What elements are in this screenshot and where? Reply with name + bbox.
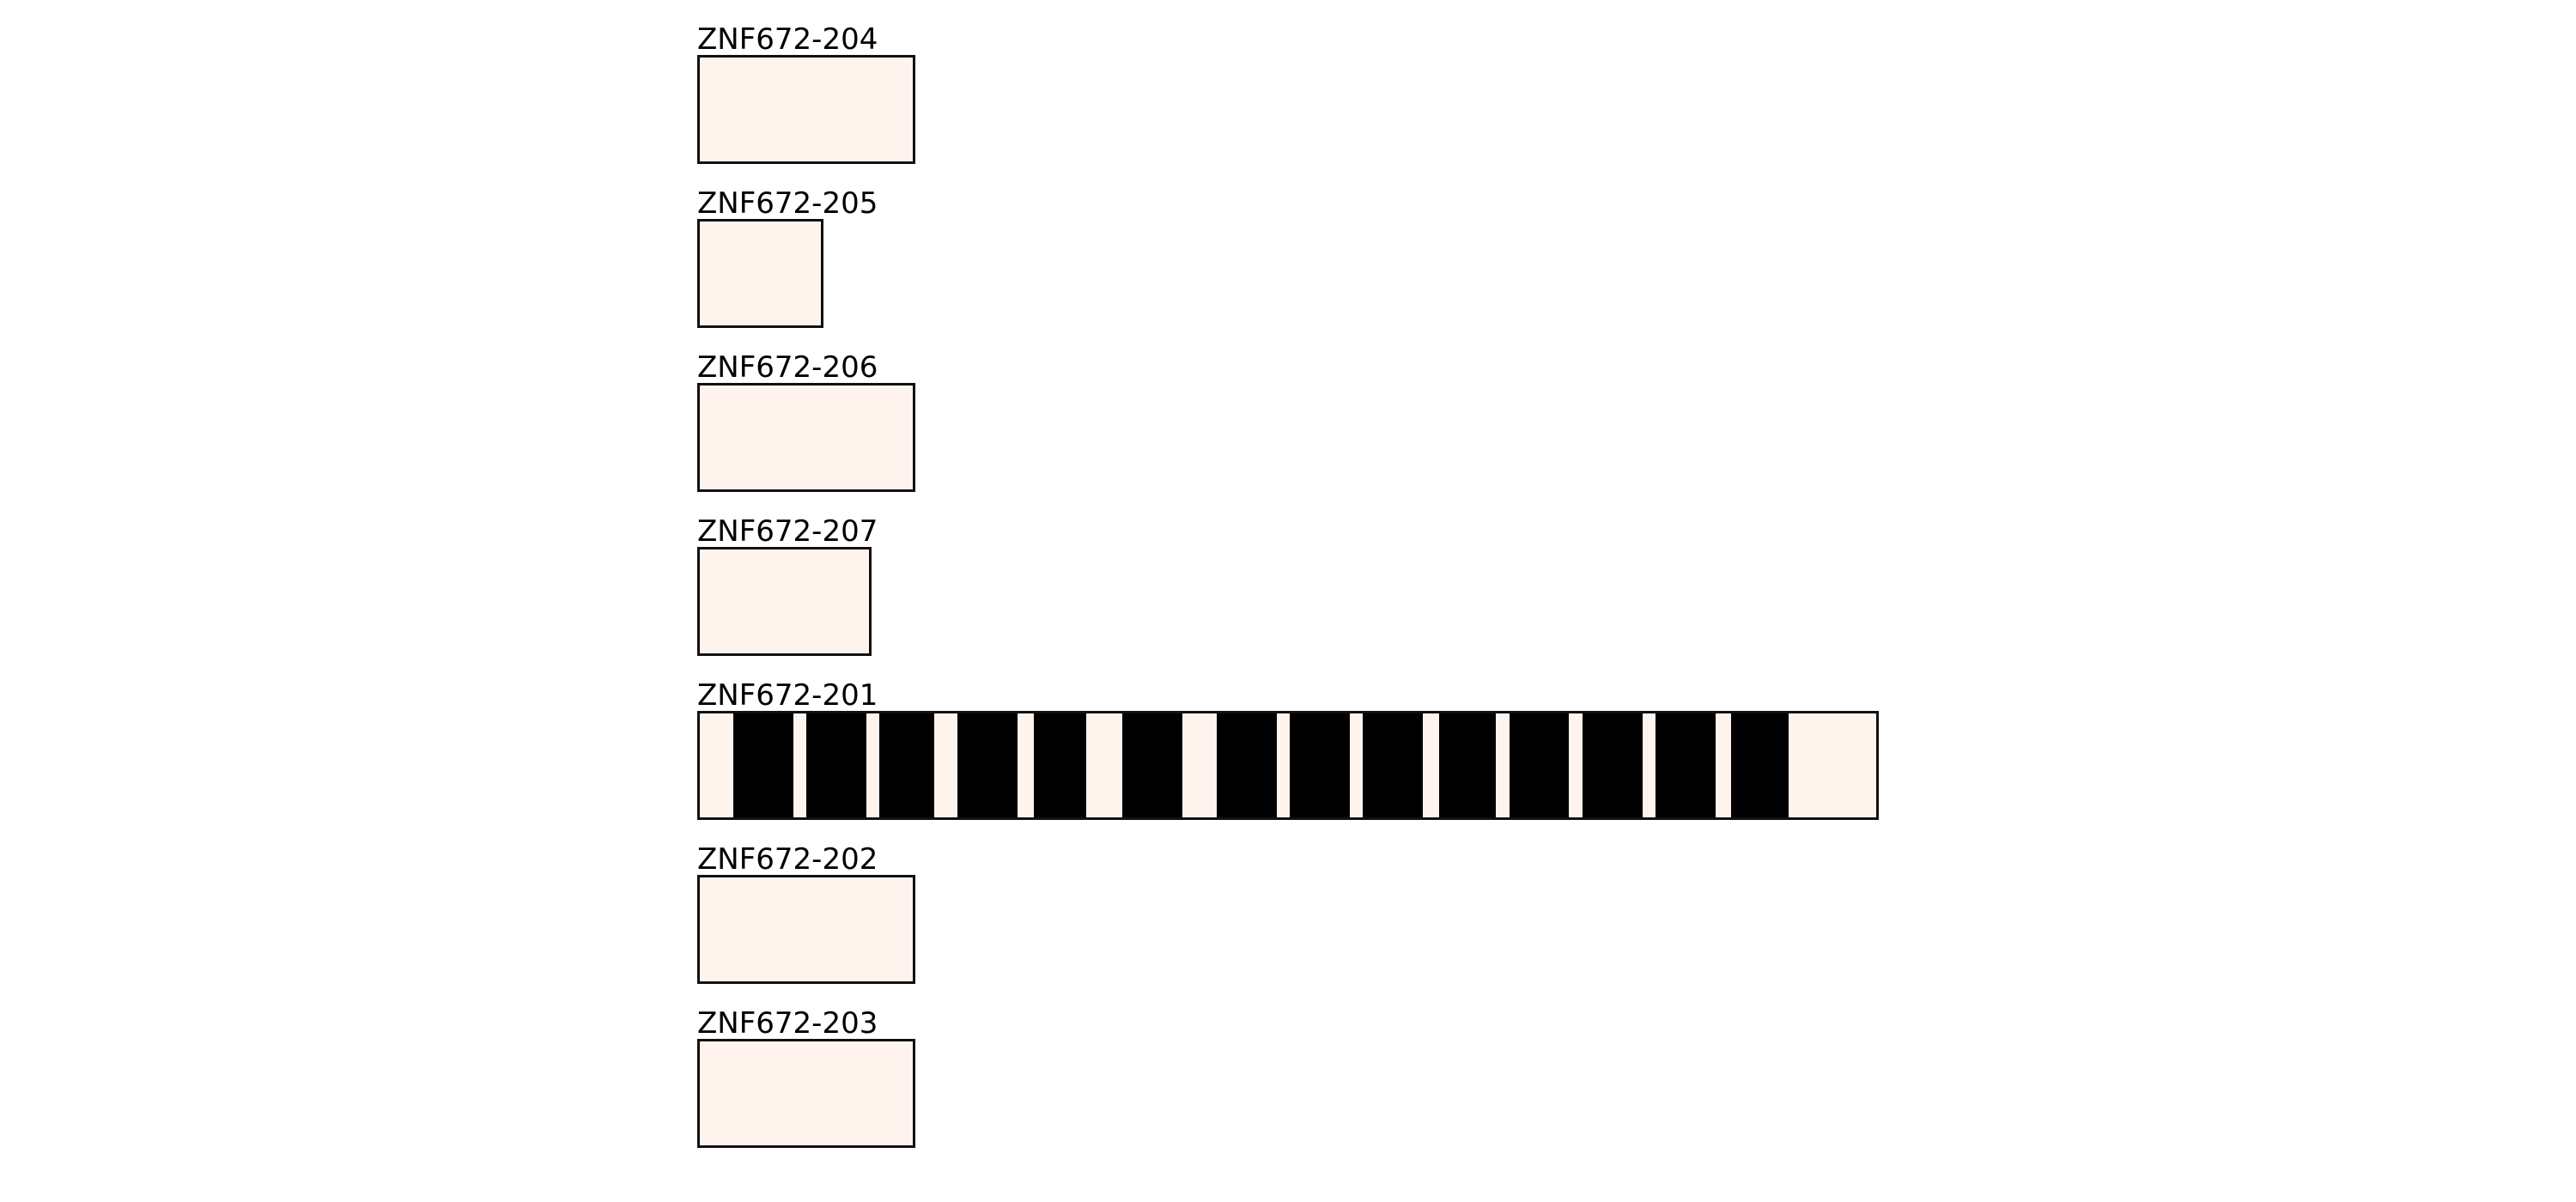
- exon-segment: [733, 713, 793, 817]
- exon-segment: [806, 713, 866, 817]
- transcript-bar: [697, 875, 915, 984]
- exon-segment: [1290, 713, 1350, 817]
- transcript-bar: [697, 219, 823, 328]
- exon-segment: [1656, 713, 1716, 817]
- exon-segment: [879, 713, 934, 817]
- exon-segment: [1510, 713, 1569, 817]
- transcript-bar: [697, 711, 1879, 820]
- transcript-bar: [697, 383, 915, 492]
- transcript-label: ZNF672-204: [697, 22, 878, 57]
- transcript-bar: [697, 55, 915, 164]
- transcript-label: ZNF672-203: [697, 1006, 878, 1041]
- exon-segment: [1731, 713, 1789, 817]
- transcript-label: ZNF672-206: [697, 350, 878, 385]
- exon-segment: [1034, 713, 1086, 817]
- exon-segment: [1583, 713, 1643, 817]
- exon-segment: [1439, 713, 1496, 817]
- exon-segment: [1122, 713, 1182, 817]
- transcript-label: ZNF672-202: [697, 842, 878, 877]
- transcript-label: ZNF672-205: [697, 186, 878, 221]
- exon-segment: [1363, 713, 1423, 817]
- transcript-bar: [697, 547, 872, 656]
- exon-segment: [957, 713, 1018, 817]
- exon-segment: [1217, 713, 1277, 817]
- transcript-label: ZNF672-201: [697, 678, 878, 713]
- transcript-label: ZNF672-207: [697, 514, 878, 549]
- transcript-bar: [697, 1039, 915, 1148]
